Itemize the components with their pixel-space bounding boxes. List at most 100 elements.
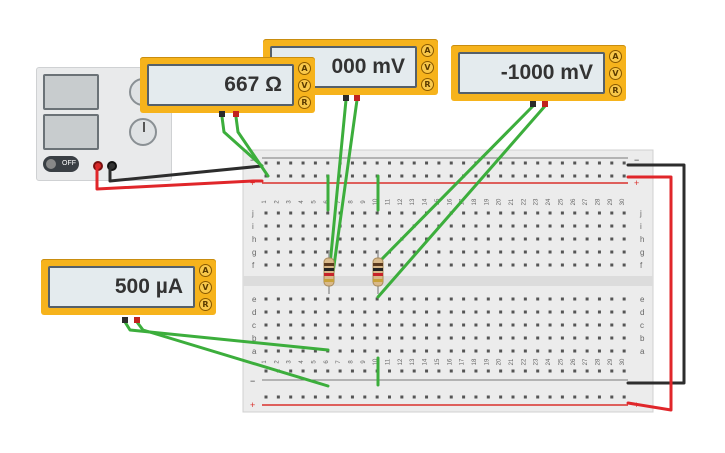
resistor-r1[interactable] [323,257,335,287]
breadboard-hole[interactable] [622,237,626,241]
breadboard-hole[interactable] [622,310,626,314]
rail-hole[interactable] [560,174,564,178]
breadboard-hole[interactable] [363,297,367,301]
breadboard-hole[interactable] [338,323,342,327]
breadboard-hole[interactable] [597,211,601,215]
power-switch[interactable]: OFF [43,156,79,172]
breadboard-hole[interactable] [585,250,589,254]
breadboard-hole[interactable] [536,349,540,353]
voltmeter-mode-button[interactable]: V [609,67,622,80]
breadboard-hole[interactable] [462,237,466,241]
rail-hole[interactable] [474,174,478,178]
rail-hole[interactable] [585,161,589,165]
breadboard-hole[interactable] [264,310,268,314]
rail-hole[interactable] [313,369,317,373]
ua-meter-probe-wire[interactable] [123,320,330,352]
breadboard-hole[interactable] [597,310,601,314]
rail-hole[interactable] [610,174,614,178]
breadboard-hole[interactable] [573,237,577,241]
breadboard-hole[interactable] [499,224,503,228]
multimeter-microamp[interactable]: 500 µA A V R [41,259,216,315]
breadboard-hole[interactable] [276,224,280,228]
rail-plus-jumper-wire[interactable] [626,175,673,412]
rail-hole[interactable] [301,161,305,165]
breadboard-hole[interactable] [313,237,317,241]
breadboard-hole[interactable] [326,263,330,267]
rail-hole[interactable] [363,161,367,165]
rail-hole[interactable] [412,161,416,165]
breadboard-hole[interactable] [350,297,354,301]
breadboard-hole[interactable] [499,323,503,327]
rail-hole[interactable] [499,161,503,165]
probe-socket[interactable] [530,101,536,107]
breadboard-hole[interactable] [597,349,601,353]
breadboard-hole[interactable] [474,323,478,327]
breadboard-hole[interactable] [523,323,527,327]
breadboard-hole[interactable] [486,336,490,340]
breadboard-hole[interactable] [338,310,342,314]
breadboard-hole[interactable] [338,237,342,241]
breadboard-hole[interactable] [375,211,379,215]
breadboard-hole[interactable] [289,250,293,254]
breadboard-hole[interactable] [511,323,515,327]
breadboard-hole[interactable] [523,237,527,241]
rail-hole[interactable] [474,161,478,165]
breadboard-hole[interactable] [388,224,391,228]
rail-hole[interactable] [560,161,564,165]
rail-hole[interactable] [499,369,503,373]
breadboard-hole[interactable] [511,310,515,314]
breadboard-hole[interactable] [622,263,626,267]
rail-hole[interactable] [610,369,614,373]
breadboard-hole[interactable] [313,297,317,301]
breadboard-hole[interactable] [499,310,503,314]
breadboard-hole[interactable] [610,310,614,314]
breadboard-hole[interactable] [523,310,527,314]
breadboard-hole[interactable] [412,310,416,314]
breadboard-hole[interactable] [264,349,268,353]
breadboard-hole[interactable] [597,237,601,241]
breadboard-hole[interactable] [462,211,466,215]
breadboard-hole[interactable] [412,211,416,215]
breadboard-hole[interactable] [474,237,478,241]
breadboard-hole[interactable] [400,224,404,228]
breadboard-hole[interactable] [375,237,379,241]
breadboard-hole[interactable] [425,224,429,228]
breadboard-hole[interactable] [289,336,293,340]
rail-hole[interactable] [462,161,466,165]
rail-hole[interactable] [486,369,490,373]
rail-hole[interactable] [425,174,429,178]
breadboard-hole[interactable] [264,297,268,301]
rail-hole[interactable] [276,395,280,399]
rail-hole[interactable] [536,369,540,373]
breadboard-hole[interactable] [388,263,391,267]
rail-hole[interactable] [597,161,601,165]
breadboard-hole[interactable] [301,349,305,353]
breadboard-hole[interactable] [412,297,416,301]
breadboard-hole[interactable] [289,211,293,215]
breadboard-hole[interactable] [462,323,466,327]
breadboard-hole[interactable] [375,250,379,254]
breadboard-hole[interactable] [610,336,614,340]
breadboard-hole[interactable] [622,336,626,340]
rail-hole[interactable] [400,369,404,373]
rail-hole[interactable] [474,369,478,373]
rail-hole[interactable] [536,395,540,399]
rail-hole[interactable] [486,395,490,399]
rail-hole[interactable] [326,369,330,373]
rail-hole[interactable] [363,369,367,373]
breadboard-hole[interactable] [511,349,515,353]
breadboard-hole[interactable] [610,211,614,215]
breadboard-hole[interactable] [326,349,330,353]
breadboard-hole[interactable] [437,336,441,340]
breadboard-hole[interactable] [425,297,429,301]
breadboard-hole[interactable] [486,237,490,241]
breadboard-hole[interactable] [462,224,466,228]
breadboard-hole[interactable] [289,237,293,241]
rail-hole[interactable] [313,174,317,178]
breadboard-hole[interactable] [597,297,601,301]
breadboard-hole[interactable] [474,224,478,228]
breadboard-hole[interactable] [462,263,466,267]
breadboard-hole[interactable] [301,323,305,327]
breadboard-hole[interactable] [400,263,404,267]
breadboard-hole[interactable] [474,263,478,267]
